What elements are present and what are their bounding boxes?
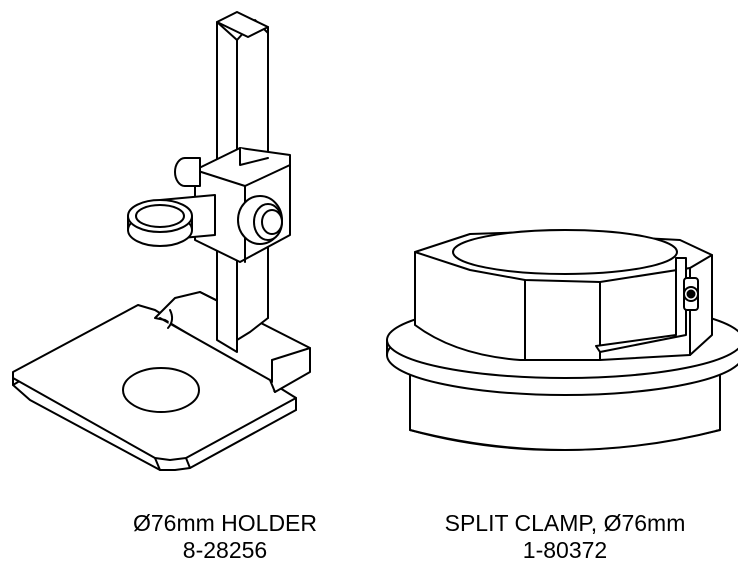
clamp-part-number: 1-80372 [522, 537, 608, 563]
holder-caption: Ø76mm HOLDER 8-28256 [90, 510, 360, 564]
holder-left-knob [175, 158, 200, 186]
holder-part-number: 8-28256 [182, 537, 268, 563]
holder-ring-arm [128, 195, 215, 246]
clamp-drawing [387, 230, 738, 450]
holder-plate-hole [123, 368, 199, 412]
clamp-name: SPLIT CLAMP, Ø76mm [444, 510, 686, 536]
clamp-upper-body [415, 230, 712, 360]
holder-drawing [13, 12, 310, 470]
clamp-lower-cylinder [410, 375, 720, 450]
clamp-caption: SPLIT CLAMP, Ø76mm 1-80372 [400, 510, 730, 564]
clamp-split-slot [596, 258, 686, 352]
holder-name: Ø76mm HOLDER [132, 510, 318, 536]
holder-front-knob [238, 196, 282, 244]
clamp-screw [684, 278, 698, 310]
